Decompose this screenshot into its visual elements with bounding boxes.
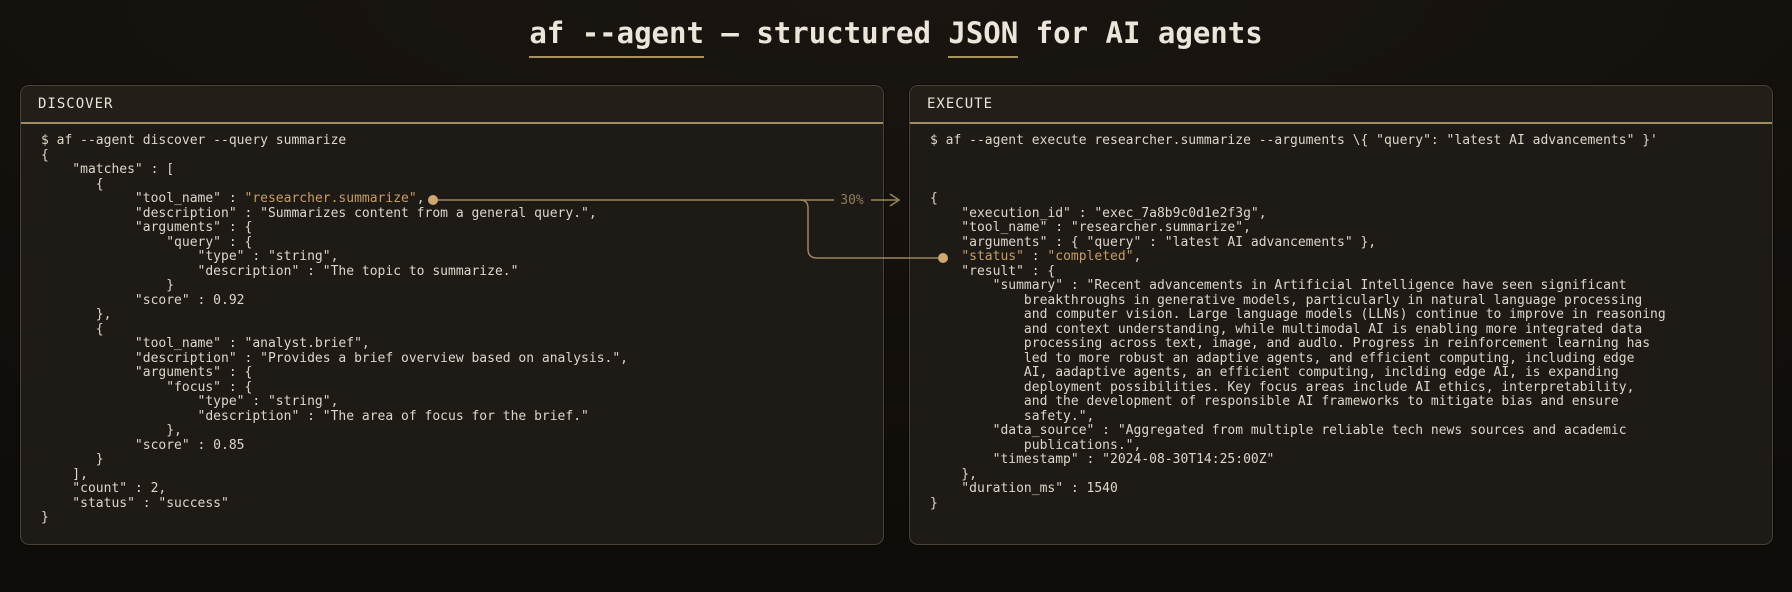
title-tail: for AI agents — [1018, 16, 1263, 50]
execute-panel-header: EXECUTE — [910, 86, 1772, 124]
discover-terminal-output: $ af --agent discover --query summarize{… — [41, 133, 628, 525]
execute-panel-title: EXECUTE — [927, 96, 994, 112]
title-af-agent: af --agent — [529, 16, 704, 58]
discover-panel-title: DISCOVER — [38, 96, 114, 112]
title-separator: — structured — [703, 16, 949, 50]
execute-panel: EXECUTE $ af --agent execute researcher.… — [909, 85, 1773, 545]
page-title: af --agent — structured JSON for AI agen… — [0, 16, 1792, 58]
execute-terminal-output: $ af --agent execute researcher.summariz… — [930, 133, 1666, 511]
title-json: JSON — [948, 16, 1019, 58]
discover-panel: DISCOVER $ af --agent discover --query s… — [20, 85, 884, 545]
connector-arrow-head-icon — [889, 193, 901, 207]
discover-panel-header: DISCOVER — [21, 86, 883, 124]
